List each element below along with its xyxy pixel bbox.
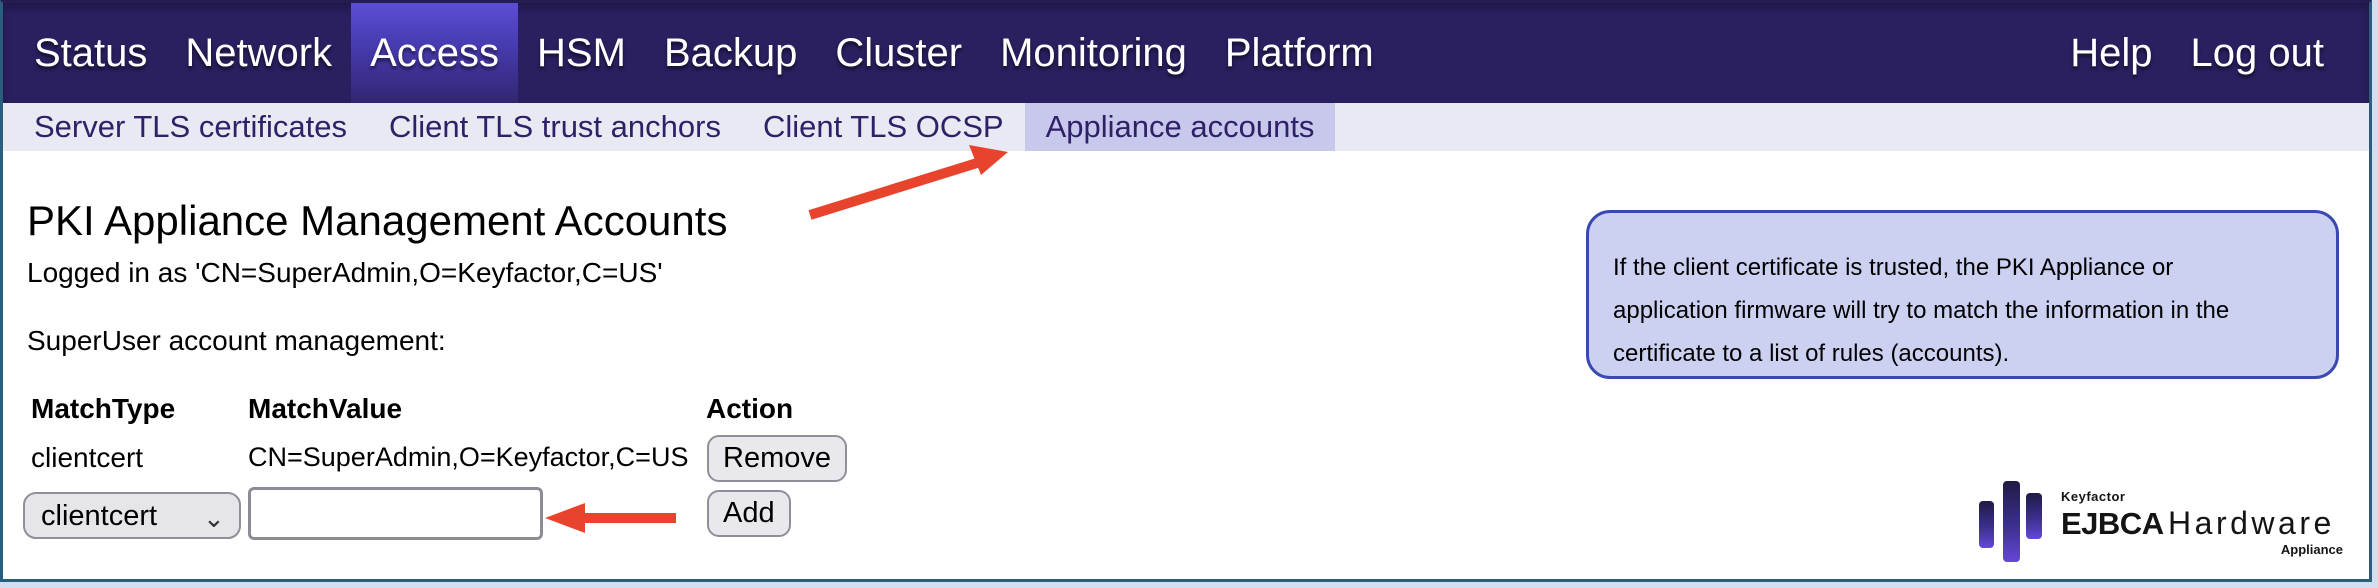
nav-item-status[interactable]: Status xyxy=(34,30,148,75)
logo-bars-icon xyxy=(2003,481,2020,562)
column-header-action: Action xyxy=(706,393,794,424)
nav-item-access[interactable]: Access xyxy=(351,3,519,103)
nav-item-backup[interactable]: Backup xyxy=(663,30,798,75)
main-content: PKI Appliance Management Accounts Logged… xyxy=(3,151,2369,579)
remove-button[interactable]: Remove xyxy=(707,435,847,482)
section-label: SuperUser account management: xyxy=(27,325,446,356)
top-navbar: Status Network Access HSM Backup Cluster… xyxy=(3,3,2369,103)
keyfactor-ejbca-logo: Keyfactor EJBCA Hardware Appliance xyxy=(1979,481,2343,563)
subnav-item-appliance-accounts[interactable]: Appliance accounts xyxy=(1024,103,1336,151)
matchvalue-input[interactable] xyxy=(248,487,543,540)
nav-item-help[interactable]: Help xyxy=(2070,30,2153,75)
table-row-matchtype-value: clientcert xyxy=(31,442,144,473)
page-title: PKI Appliance Management Accounts xyxy=(27,197,728,244)
nav-item-monitoring[interactable]: Monitoring xyxy=(1000,30,1187,75)
nav-item-cluster[interactable]: Cluster xyxy=(835,30,963,75)
logo-product-label: EJBCA Hardware xyxy=(2061,505,2343,542)
matchtype-select[interactable]: clientcert xyxy=(23,492,241,539)
access-subnav: Server TLS certificates Client TLS trust… xyxy=(3,103,2369,151)
logo-product-regular: Hardware xyxy=(2168,505,2335,541)
subnav-item-server-tls-certificates[interactable]: Server TLS certificates xyxy=(34,109,347,144)
info-box-line: If the client certificate is trusted, th… xyxy=(1613,254,2174,281)
info-box-line: certificate to a list of rules (accounts… xyxy=(1613,340,2010,367)
logo-brand-label: Keyfactor xyxy=(2061,489,2126,504)
info-box: If the client certificate is trusted, th… xyxy=(1586,210,2339,379)
add-button[interactable]: Add xyxy=(707,490,791,537)
nav-item-network[interactable]: Network xyxy=(185,30,333,75)
logged-in-text: Logged in as 'CN=SuperAdmin,O=Keyfactor,… xyxy=(27,257,663,288)
logo-sub-label: Appliance xyxy=(2280,542,2343,557)
nav-item-platform[interactable]: Platform xyxy=(1224,30,1374,75)
subnav-item-client-tls-trust-anchors[interactable]: Client TLS trust anchors xyxy=(388,109,721,144)
info-box-line: application firmware will try to match t… xyxy=(1613,297,2230,324)
nav-item-logout[interactable]: Log out xyxy=(2190,30,2324,75)
column-header-matchvalue: MatchValue xyxy=(248,393,403,424)
logo-text: Keyfactor EJBCA Hardware Appliance xyxy=(2061,489,2343,557)
subnav-item-client-tls-ocsp[interactable]: Client TLS OCSP xyxy=(762,109,1004,144)
table-row-matchvalue-value: CN=SuperAdmin,O=Keyfactor,C=US xyxy=(248,442,689,472)
nav-item-hsm[interactable]: HSM xyxy=(537,30,626,75)
logo-product-bold: EJBCA xyxy=(2061,506,2164,541)
column-header-matchtype: MatchType xyxy=(31,393,176,424)
logo-bars-icon xyxy=(2026,493,2042,539)
logo-bars-icon xyxy=(1979,501,1994,548)
